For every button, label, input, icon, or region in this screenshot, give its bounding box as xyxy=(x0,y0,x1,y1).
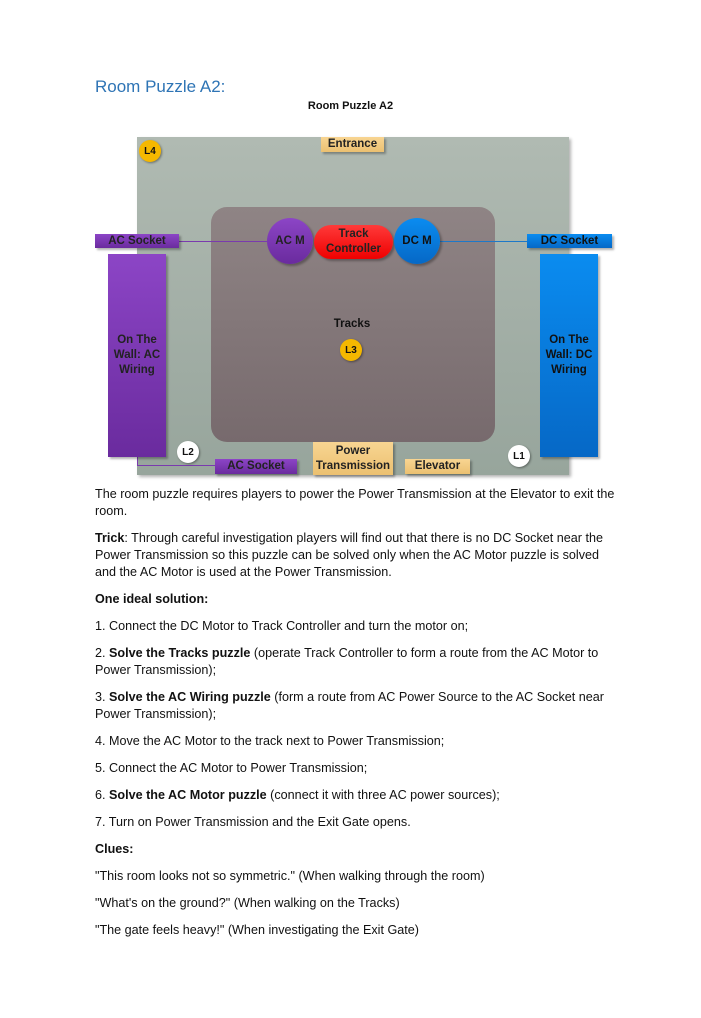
solution-heading: One ideal solution: xyxy=(95,592,209,606)
figure-caption: Room Puzzle A2 xyxy=(307,100,394,112)
location-marker-l3: L3 xyxy=(340,339,362,361)
dc-socket: DC Socket xyxy=(527,234,612,248)
dc-wiring-wall: On The Wall: DC Wiring xyxy=(540,254,598,457)
intro-paragraph: The room puzzle requires players to powe… xyxy=(95,487,615,518)
step-1: 1. Connect the DC Motor to Track Control… xyxy=(95,619,469,633)
step-3: 3. Solve the AC Wiring puzzle (form a ro… xyxy=(95,689,620,723)
step-number: 3. xyxy=(95,690,110,704)
trick-text: : Through careful investigation players … xyxy=(95,531,603,579)
dc-wire xyxy=(440,241,528,242)
step-text: (operate Track Controller to form a rout… xyxy=(95,646,599,677)
document-body: The room puzzle requires players to powe… xyxy=(95,486,620,949)
step-number: 6. xyxy=(95,788,110,802)
step-7: 7. Turn on Power Transmission and the Ex… xyxy=(95,815,411,829)
dc-motor: DC M xyxy=(394,218,440,264)
step-6: 6. Solve the AC Motor puzzle (connect it… xyxy=(95,787,620,804)
clue-2: "What's on the ground?" (When walking on… xyxy=(95,896,400,910)
step-number: 2. xyxy=(95,646,110,660)
entrance: Entrance xyxy=(321,137,384,152)
tracks-label: Tracks xyxy=(333,317,371,330)
track-controller: Track Controller xyxy=(314,225,393,259)
step-bold: Solve the AC Wiring puzzle xyxy=(109,690,271,704)
power-transmission: Power Transmission xyxy=(313,442,393,475)
location-marker-l2: L2 xyxy=(177,441,199,463)
ac-wire xyxy=(179,241,269,242)
step-4: 4. Move the AC Motor to the track next t… xyxy=(95,734,445,748)
ac-socket-bottom: AC Socket xyxy=(215,459,297,474)
step-bold: Solve the Tracks puzzle xyxy=(109,646,251,660)
clue-3: "The gate feels heavy!" (When investigat… xyxy=(95,923,419,937)
location-marker-l1: L1 xyxy=(508,445,530,467)
ac-motor: AC M xyxy=(267,218,313,264)
step-bold: Solve the AC Motor puzzle xyxy=(109,788,267,802)
ac-wire-bottom-h xyxy=(137,465,215,466)
ac-wiring-wall: On The Wall: AC Wiring xyxy=(108,254,166,457)
clues-heading: Clues: xyxy=(95,842,134,856)
clue-1: "This room looks not so symmetric." (Whe… xyxy=(95,869,485,883)
elevator: Elevator xyxy=(405,459,470,474)
page-heading: Room Puzzle A2: xyxy=(95,77,226,96)
step-text: (form a route from AC Power Source to th… xyxy=(95,690,604,721)
ac-socket-left: AC Socket xyxy=(95,234,179,248)
trick-paragraph: Trick: Through careful investigation pla… xyxy=(95,530,620,581)
ac-wire-bottom xyxy=(137,457,138,466)
trick-label: Trick xyxy=(95,531,125,545)
location-marker-l4: L4 xyxy=(139,140,161,162)
step-5: 5. Connect the AC Motor to Power Transmi… xyxy=(95,761,368,775)
step-text: (connect it with three AC power sources)… xyxy=(266,788,500,802)
step-2: 2. Solve the Tracks puzzle (operate Trac… xyxy=(95,645,620,679)
